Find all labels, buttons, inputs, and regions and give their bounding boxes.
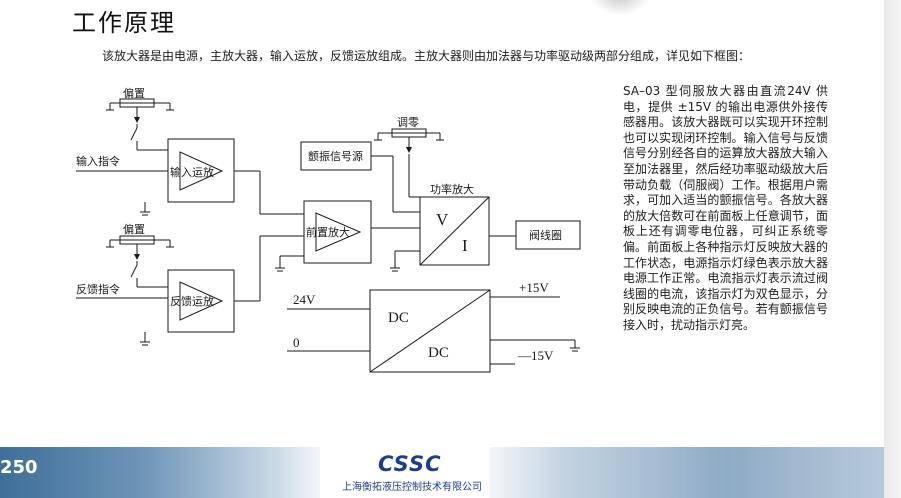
footer-band-right bbox=[490, 447, 884, 498]
dither-label: 颤振信号源 bbox=[308, 149, 363, 163]
footer-band-left: 250 bbox=[0, 447, 320, 498]
intro-paragraph: 该放大器是由电源，主放大器，输入运放，反馈运放组成。主放大器则由加法器与功率驱动… bbox=[102, 49, 751, 63]
bias-switch-top bbox=[130, 124, 168, 151]
input-amp-block bbox=[140, 138, 304, 216]
input-command-label: 输入指令 bbox=[76, 154, 120, 168]
pre-amp-block bbox=[275, 200, 420, 272]
input-24v-label: 24V bbox=[293, 292, 316, 307]
power-amp-label: 功率放大 bbox=[430, 182, 474, 196]
page-number: 250 bbox=[0, 457, 38, 478]
feedback-amp-block bbox=[140, 235, 304, 346]
dc-top-label: DC bbox=[388, 310, 409, 326]
bias-potentiometer-top bbox=[106, 98, 174, 123]
section-title: 工作原理 bbox=[72, 9, 176, 37]
decorative-shadow bbox=[590, 0, 650, 16]
dc-bottom-label: DC bbox=[428, 345, 449, 361]
company-logo: CSSC 上海衡拓液压控制技术有限公司 bbox=[340, 452, 490, 496]
pre-amp-label: 前置放大 bbox=[306, 225, 350, 239]
company-name: 上海衡拓液压控制技术有限公司 bbox=[342, 482, 482, 493]
page-edge bbox=[884, 0, 901, 498]
input-amp-label: 输入运放 bbox=[170, 165, 214, 179]
page-footer: 250 CSSC 上海衡拓液压控制技术有限公司 bbox=[0, 447, 884, 498]
feedback-amp-label: 反馈运放 bbox=[170, 294, 214, 308]
bias-top-label: 偏置 bbox=[123, 86, 145, 100]
logo-mark: CSSC bbox=[378, 452, 442, 476]
input-0-label: 0 bbox=[293, 335, 300, 350]
valve-coil-label: 阀线圈 bbox=[529, 228, 562, 242]
bias-bottom-label: 偏置 bbox=[123, 222, 145, 236]
dc-dc-converter-block bbox=[287, 289, 580, 373]
power-amp-block bbox=[390, 196, 516, 272]
bias-potentiometer-bottom bbox=[106, 235, 174, 260]
i-label: I bbox=[462, 236, 468, 255]
v-label: V bbox=[436, 210, 449, 229]
dither-source-block bbox=[300, 141, 420, 213]
feedback-command-label: 反馈指令 bbox=[76, 282, 120, 296]
plus-15v-label: +15V bbox=[519, 280, 549, 295]
minus-15v-label: —15V bbox=[517, 348, 554, 363]
bias-switch-bottom bbox=[130, 261, 168, 288]
valve-coil-block bbox=[515, 220, 581, 250]
description-paragraph: SA–03 型伺服放大器由直流24V 供电，提供 ±15V 的输出电源供外接传感… bbox=[623, 84, 828, 332]
zero-adjust-potentiometer bbox=[374, 128, 444, 198]
zero-adjust-label: 调零 bbox=[397, 116, 419, 129]
